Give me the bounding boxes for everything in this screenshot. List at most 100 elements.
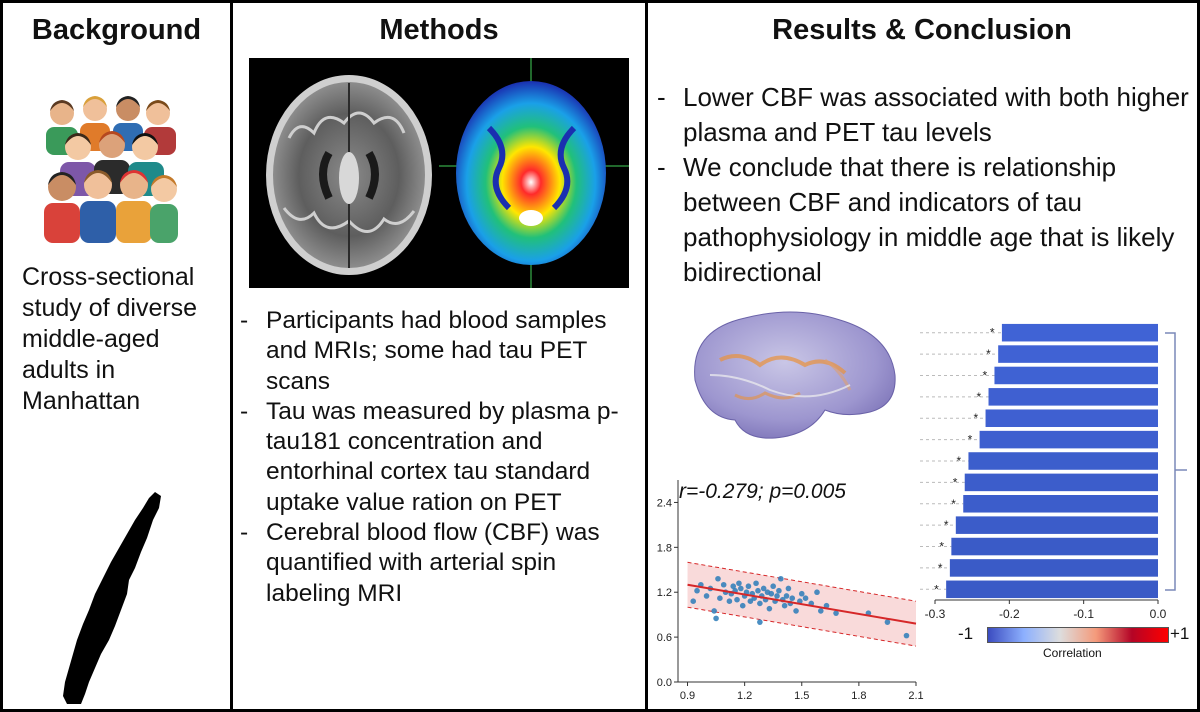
- data-point: [757, 619, 763, 625]
- data-point: [903, 632, 910, 639]
- data-point: [781, 602, 788, 609]
- data-point: [736, 580, 742, 587]
- data-point: [690, 598, 697, 604]
- brain-imaging-panel: [249, 58, 629, 288]
- bar: [985, 409, 1158, 427]
- data-point: [720, 581, 727, 588]
- bar: [994, 366, 1158, 385]
- data-point: [694, 587, 700, 594]
- data-point: [833, 610, 839, 616]
- scatter-x-tick-label: 1.2: [737, 690, 752, 702]
- data-point: [823, 602, 830, 609]
- significance-marker: *: [977, 390, 982, 404]
- background-header: Background: [31, 14, 202, 46]
- methods-item-1: Participants had blood samples and MRIs;…: [240, 306, 640, 397]
- data-point: [770, 583, 776, 590]
- bar: [998, 345, 1158, 363]
- data-point: [703, 593, 710, 599]
- bar: [968, 452, 1158, 470]
- data-point: [711, 608, 717, 614]
- results-list: Lower CBF was associated with both highe…: [657, 80, 1192, 290]
- data-point: [814, 589, 820, 596]
- data-point: [818, 608, 824, 614]
- methods-list: Participants had blood samples and MRIs;…: [240, 306, 640, 609]
- data-point: [753, 580, 759, 587]
- scatter-y-tick-label: 0.0: [657, 677, 672, 689]
- data-point: [739, 602, 746, 609]
- data-point: [747, 598, 754, 604]
- data-point: [713, 615, 719, 622]
- group-bracket: [1165, 332, 1187, 591]
- mri-brain-image: [266, 75, 432, 275]
- data-point: [715, 575, 721, 582]
- bar: [979, 430, 1158, 449]
- bar-x-tick-label: 0.0: [1150, 607, 1167, 621]
- pet-brain-image: [439, 58, 629, 288]
- results-item-1: Lower CBF was associated with both highe…: [657, 80, 1192, 150]
- significance-marker: *: [938, 561, 943, 575]
- cortex-surface-image: [694, 311, 896, 439]
- data-point: [768, 590, 775, 597]
- people-group-icon: [44, 96, 178, 243]
- significance-marker: *: [934, 582, 939, 596]
- data-point: [797, 598, 803, 604]
- data-point: [745, 583, 752, 590]
- data-point: [802, 595, 809, 602]
- scatter-x-tick-label: 1.8: [851, 690, 866, 702]
- significance-marker: *: [956, 454, 961, 468]
- regression-line: [687, 583, 917, 625]
- significance-marker: *: [990, 326, 995, 340]
- scatter-y-tick-label: 2.4: [657, 497, 672, 509]
- data-point: [793, 608, 799, 614]
- scatter-x-tick-label: 1.5: [794, 690, 809, 702]
- significance-marker: *: [951, 497, 956, 511]
- bar-x-tick-label: -0.1: [1073, 607, 1094, 621]
- significance-marker: *: [953, 475, 958, 489]
- data-point: [778, 575, 784, 582]
- data-point: [757, 600, 763, 607]
- bar: [964, 473, 1158, 492]
- data-point: [726, 598, 733, 604]
- data-point: [734, 596, 740, 603]
- significance-marker: *: [939, 540, 944, 554]
- colorbar: [987, 627, 1169, 643]
- data-point: [738, 585, 744, 592]
- correlation-annotation: r=-0.279; p=0.005: [679, 480, 846, 503]
- bar: [1001, 323, 1158, 342]
- data-point: [730, 583, 737, 590]
- results-header: Results & Conclusion: [772, 14, 1072, 46]
- scatter-y-tick-label: 0.6: [657, 632, 672, 644]
- colorbar-min-label: -1: [958, 624, 974, 643]
- data-point: [783, 593, 790, 599]
- bar: [988, 388, 1158, 406]
- significance-marker: *: [974, 411, 979, 425]
- data-point: [776, 587, 782, 594]
- significance-marker: *: [944, 518, 949, 532]
- data-point: [774, 593, 780, 599]
- data-point: [760, 585, 767, 592]
- bar: [946, 580, 1158, 599]
- scatter-y-tick-label: 1.8: [657, 542, 672, 554]
- scatter-x-tick-label: 0.9: [680, 690, 695, 702]
- significance-marker: *: [968, 433, 973, 447]
- data-point: [766, 605, 773, 612]
- data-point: [785, 585, 792, 592]
- colorbar-title: Correlation: [1043, 646, 1102, 660]
- data-point: [789, 595, 796, 602]
- methods-item-3: Cerebral blood flow (CBF) was quantified…: [240, 518, 640, 609]
- data-point: [798, 590, 805, 597]
- colorbar-max-label: +1: [1170, 624, 1190, 643]
- significance-marker: *: [982, 368, 987, 382]
- bar: [963, 495, 1158, 513]
- methods-header: Methods: [379, 14, 499, 46]
- results-item-2: We conclude that there is relationship b…: [657, 150, 1192, 290]
- data-point: [755, 587, 761, 594]
- scatter-y-tick-label: 1.2: [657, 587, 672, 599]
- manhattan-map-icon: [63, 492, 161, 704]
- background-description: Cross-sectional study of diverse middle-…: [22, 263, 198, 415]
- divider-1: [230, 0, 233, 712]
- divider-2: [645, 0, 648, 712]
